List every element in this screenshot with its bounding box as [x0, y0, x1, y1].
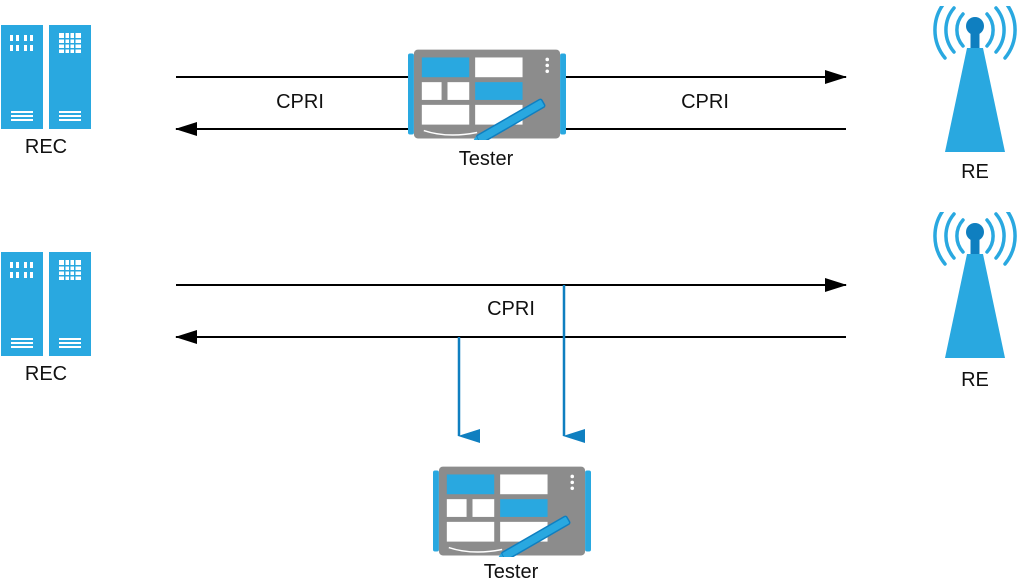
tester-label: Tester: [459, 148, 514, 170]
scenario-top: REC RE CPRI CPRI Tester: [1, 6, 1017, 183]
rec-server-icon: [1, 252, 91, 356]
cpri-label: CPRI: [487, 298, 535, 320]
cpri-left-label: CPRI: [276, 91, 324, 113]
cpri-right-label: CPRI: [681, 91, 729, 113]
tester-tablet-icon: [433, 465, 591, 557]
scenario-bottom: REC RE CPRI Tester: [1, 212, 1017, 581]
rec-label: REC: [25, 363, 67, 385]
rec-label: REC: [25, 136, 67, 158]
rec-server-icon: [1, 25, 91, 129]
tester-label: Tester: [484, 561, 539, 581]
re-antenna-icon: [933, 212, 1017, 360]
re-label: RE: [961, 369, 989, 391]
re-antenna-icon: [933, 6, 1017, 154]
tester-tablet-icon: [408, 48, 566, 140]
re-label: RE: [961, 161, 989, 183]
